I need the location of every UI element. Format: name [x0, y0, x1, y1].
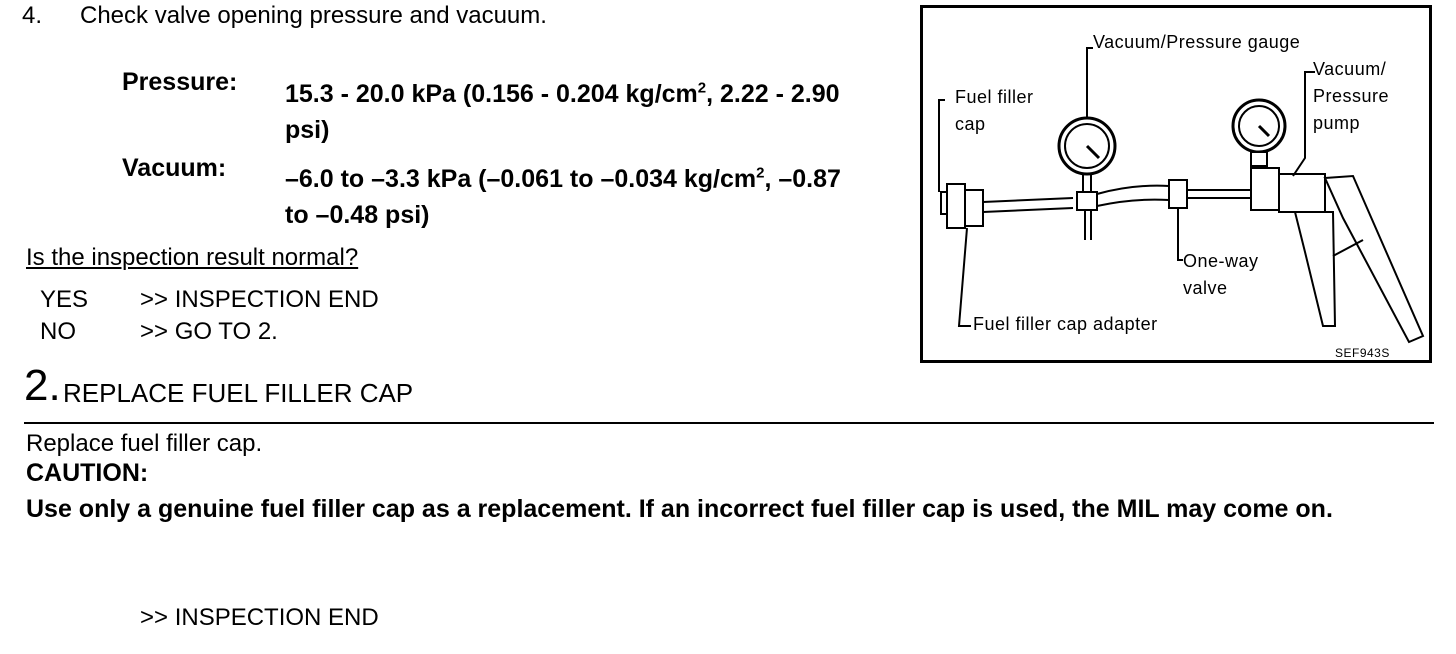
step-number: 4.	[22, 2, 43, 29]
no-option-result: >> GO TO 2.	[140, 318, 278, 345]
test-setup-illustration: Vacuum/Pressure gauge Vacuum/ Pressure p…	[920, 5, 1432, 363]
yes-option-key: YES	[40, 286, 89, 313]
vacuum-value-part-a: –6.0 to –3.3 kPa (–0.061 to –0.034 kg/cm	[285, 165, 757, 193]
label-vp-pump-line2: Pressure	[1313, 86, 1390, 106]
replace-instruction: Replace fuel filler cap.	[26, 430, 263, 457]
step2-number: 2.	[24, 361, 61, 410]
label-fuel-cap-line1: Fuel filler	[955, 87, 1034, 107]
pressure-value-part-a: 15.3 - 20.0 kPa (0.156 - 0.204 kg/cm	[285, 80, 698, 108]
pressure-superscript: 2	[697, 79, 707, 97]
vacuum-value: –6.0 to –3.3 kPa (–0.061 to –0.034 kg/cm…	[285, 161, 865, 233]
figure-code: SEF943S	[1335, 346, 1390, 360]
pressure-value-part-b: , 2.22 - 2.90 psi)	[285, 80, 840, 144]
inspection-question: Is the inspection result normal?	[26, 244, 359, 271]
test-setup-drawing	[938, 47, 1425, 344]
vacuum-superscript: 2	[756, 164, 765, 182]
step-title: Check valve opening pressure and vacuum.	[80, 2, 547, 29]
label-fuel-filler-cap: Fuel filler cap	[955, 84, 1034, 138]
step2-title: REPLACE FUEL FILLER CAP	[63, 378, 414, 408]
label-vacuum-pressure-pump: Vacuum/ Pressure pump	[1313, 56, 1389, 137]
label-one-way-valve: One-way valve	[1183, 248, 1259, 302]
label-one-way-line2: valve	[1183, 278, 1228, 298]
inspection-end: >> INSPECTION END	[140, 604, 379, 631]
pressure-label: Pressure:	[122, 68, 238, 96]
vacuum-label: Vacuum:	[122, 154, 227, 182]
step-heading: 4. Check valve opening pressure and vacuu…	[22, 2, 547, 30]
label-fuel-filler-cap-adapter: Fuel filler cap adapter	[973, 314, 1158, 334]
label-one-way-line1: One-way	[1183, 251, 1259, 271]
no-option-key: NO	[40, 318, 76, 345]
caution-label: CAUTION:	[26, 459, 149, 487]
label-vp-pump-line3: pump	[1313, 113, 1361, 133]
pressure-value: 15.3 - 20.0 kPa (0.156 - 0.204 kg/cm2, 2…	[285, 76, 865, 148]
section-divider	[24, 422, 1434, 424]
label-vacuum-pressure-gauge: Vacuum/Pressure gauge	[1093, 32, 1301, 52]
label-vp-pump-line1: Vacuum/	[1313, 59, 1387, 79]
vacuum-value-part-b: , –0.87 to –0.48 psi)	[285, 165, 841, 229]
caution-text: Use only a genuine fuel filler cap as a …	[26, 495, 1333, 523]
label-fuel-cap-line2: cap	[955, 114, 986, 134]
yes-option-result: >> INSPECTION END	[140, 286, 379, 313]
